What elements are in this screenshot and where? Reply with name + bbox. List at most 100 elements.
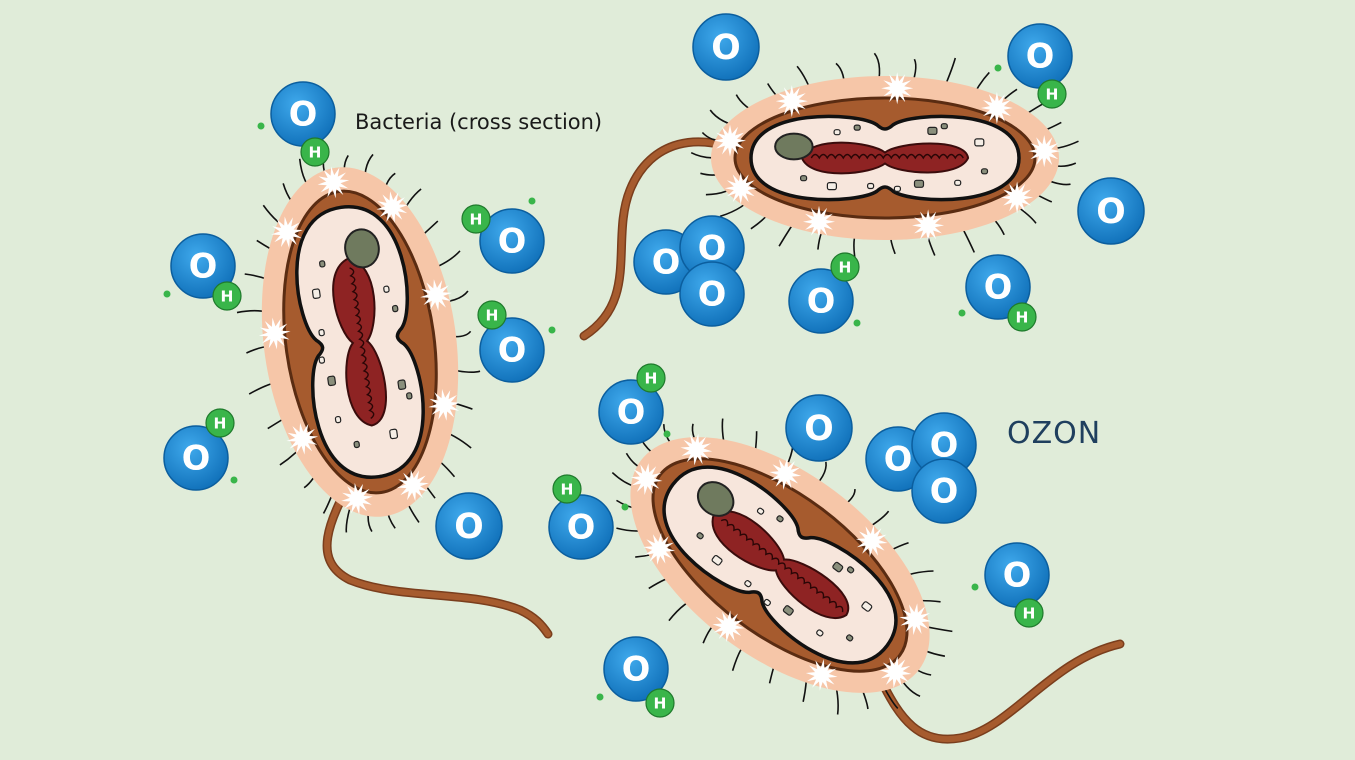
radical-dot bbox=[994, 64, 1002, 72]
hydroxyl-radical: OH bbox=[994, 23, 1073, 109]
hydroxyl-radical: OH bbox=[971, 542, 1050, 628]
granule bbox=[696, 532, 704, 540]
granule bbox=[832, 561, 844, 573]
oxygen-symbol: O bbox=[984, 268, 1013, 307]
damage-burst bbox=[899, 603, 932, 636]
oxygen-molecule: O bbox=[435, 492, 503, 560]
nucleoid bbox=[800, 141, 970, 175]
hydrogen-atom bbox=[461, 204, 491, 234]
damage-burst bbox=[980, 92, 1013, 124]
oxygen-symbol: O bbox=[182, 439, 211, 478]
granule bbox=[799, 175, 808, 182]
inclusion-body bbox=[774, 132, 814, 161]
bacterium bbox=[236, 152, 481, 533]
damage-burst bbox=[881, 72, 914, 105]
oxygen-molecule: O bbox=[692, 13, 760, 81]
oxygen-atom bbox=[598, 379, 664, 445]
radical-dot bbox=[230, 476, 238, 484]
oxygen-symbol: O bbox=[1026, 37, 1055, 76]
hydrogen-atom bbox=[1037, 79, 1067, 109]
hydrogen-atom bbox=[1007, 302, 1037, 332]
granule bbox=[406, 392, 413, 400]
hydroxyl-radical: OH bbox=[461, 197, 545, 274]
granule bbox=[927, 126, 938, 135]
oxygen-symbol: O bbox=[804, 409, 833, 449]
granule bbox=[867, 182, 875, 190]
granule bbox=[318, 356, 326, 364]
damage-burst bbox=[420, 279, 452, 311]
radical-dot bbox=[528, 197, 536, 205]
oxygen-symbol: O bbox=[498, 222, 527, 261]
granule bbox=[861, 601, 873, 612]
granule bbox=[744, 580, 752, 588]
damage-burst bbox=[271, 216, 303, 249]
granule bbox=[974, 138, 985, 147]
oxygen-symbol: O bbox=[622, 650, 651, 689]
hydrogen-symbol: H bbox=[839, 258, 852, 276]
oxygen-atom bbox=[679, 261, 745, 327]
granule bbox=[893, 185, 901, 192]
hydrogen-atom bbox=[212, 281, 242, 311]
oxygen-atom bbox=[603, 636, 669, 702]
hydroxyl-radical: OH bbox=[163, 233, 242, 311]
hydroxyl-radical: OH bbox=[596, 636, 675, 718]
oxygen-symbol: O bbox=[1003, 556, 1032, 595]
hydrogen-symbol: H bbox=[309, 143, 322, 161]
granule bbox=[782, 605, 794, 616]
radical-dot bbox=[163, 290, 171, 298]
oxygen-symbol: O bbox=[698, 275, 727, 314]
oxygen-atom bbox=[548, 494, 614, 560]
hydroxyl-radical: OH bbox=[163, 408, 238, 491]
hydrogen-atom bbox=[645, 688, 675, 718]
oxygen-symbol: O bbox=[652, 243, 681, 282]
inclusion-body bbox=[344, 228, 380, 269]
hydrogen-atom bbox=[636, 363, 666, 393]
bacteria-group bbox=[236, 52, 1079, 715]
damage-burst bbox=[643, 533, 676, 565]
flagellum-core bbox=[581, 138, 751, 339]
damage-burst bbox=[317, 166, 350, 199]
oxygen-symbol: O bbox=[498, 331, 527, 370]
inclusion-body bbox=[696, 481, 735, 517]
hydrogen-atom bbox=[300, 137, 330, 167]
hydroxyl-radical: OH bbox=[477, 300, 556, 383]
damage-burst bbox=[1028, 135, 1061, 168]
radical-dot bbox=[958, 309, 966, 317]
granule bbox=[980, 168, 989, 175]
oxygen-symbol: O bbox=[189, 247, 218, 286]
damage-burst bbox=[680, 433, 713, 466]
granule bbox=[334, 415, 342, 424]
oxygen-symbol: O bbox=[711, 28, 740, 68]
oxygen-molecule: O bbox=[1077, 177, 1145, 245]
oxygen-atom bbox=[479, 208, 545, 274]
bacterium bbox=[611, 418, 953, 715]
radical-dot bbox=[853, 319, 861, 327]
hydrogen-atom bbox=[205, 408, 235, 438]
hydrogen-symbol: H bbox=[645, 369, 658, 387]
granule bbox=[353, 440, 360, 449]
granule bbox=[711, 554, 723, 566]
flagellum-core bbox=[877, 641, 1123, 743]
oxygen-atom bbox=[170, 233, 236, 299]
bacterium bbox=[690, 52, 1079, 260]
hydrogen-symbol: H bbox=[221, 287, 234, 305]
damage-burst bbox=[712, 610, 745, 643]
granule bbox=[389, 428, 399, 440]
damage-burst bbox=[630, 463, 663, 495]
hydroxyl-radical: OH bbox=[598, 363, 671, 445]
hydrogen-symbol: H bbox=[214, 414, 227, 432]
oxygen-atom bbox=[911, 458, 977, 524]
granule bbox=[763, 598, 771, 607]
granule bbox=[913, 179, 925, 188]
damage-burst bbox=[769, 458, 802, 490]
damage-burst bbox=[855, 525, 888, 557]
radical-dot bbox=[596, 693, 604, 701]
granule bbox=[954, 179, 962, 186]
damage-burst bbox=[428, 389, 461, 421]
granule bbox=[833, 129, 841, 136]
radical-dot bbox=[621, 503, 629, 511]
granule bbox=[318, 328, 325, 337]
